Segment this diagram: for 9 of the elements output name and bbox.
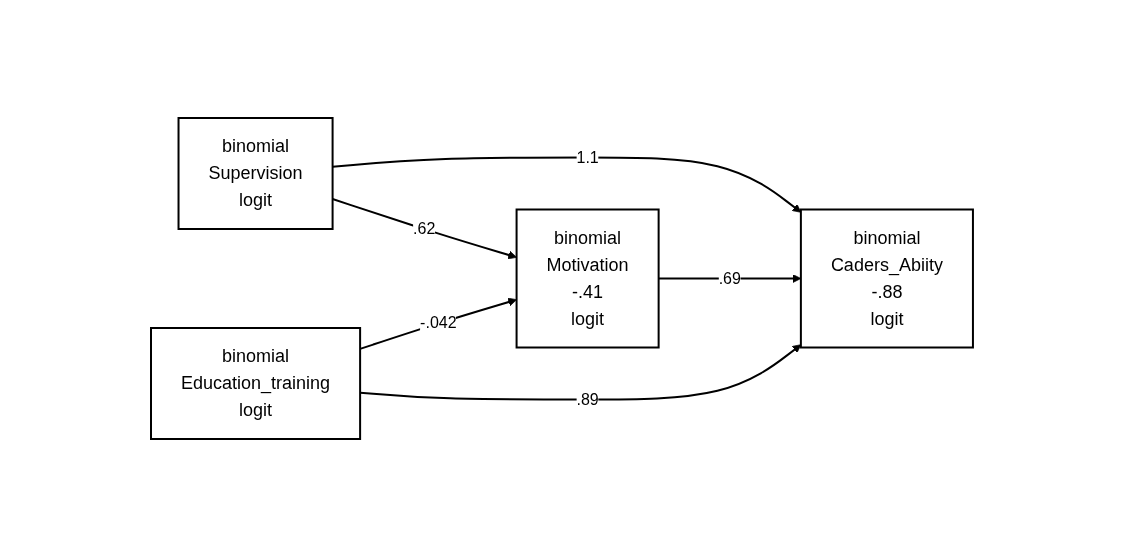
edge-label: .69 bbox=[718, 269, 741, 286]
edge-label: .62 bbox=[413, 219, 436, 237]
edge-label: 1.1 bbox=[576, 148, 599, 165]
node-box: binomial Motivation -.41 logit bbox=[515, 208, 660, 348]
node-box: binomial Education_training logit bbox=[150, 326, 362, 440]
node-box: binomial Supervision logit bbox=[177, 116, 334, 230]
edge-label: .89 bbox=[576, 390, 599, 407]
edge-label: -.042 bbox=[420, 313, 457, 331]
node-box: binomial Caders_Abiity -.88 logit bbox=[799, 208, 974, 348]
